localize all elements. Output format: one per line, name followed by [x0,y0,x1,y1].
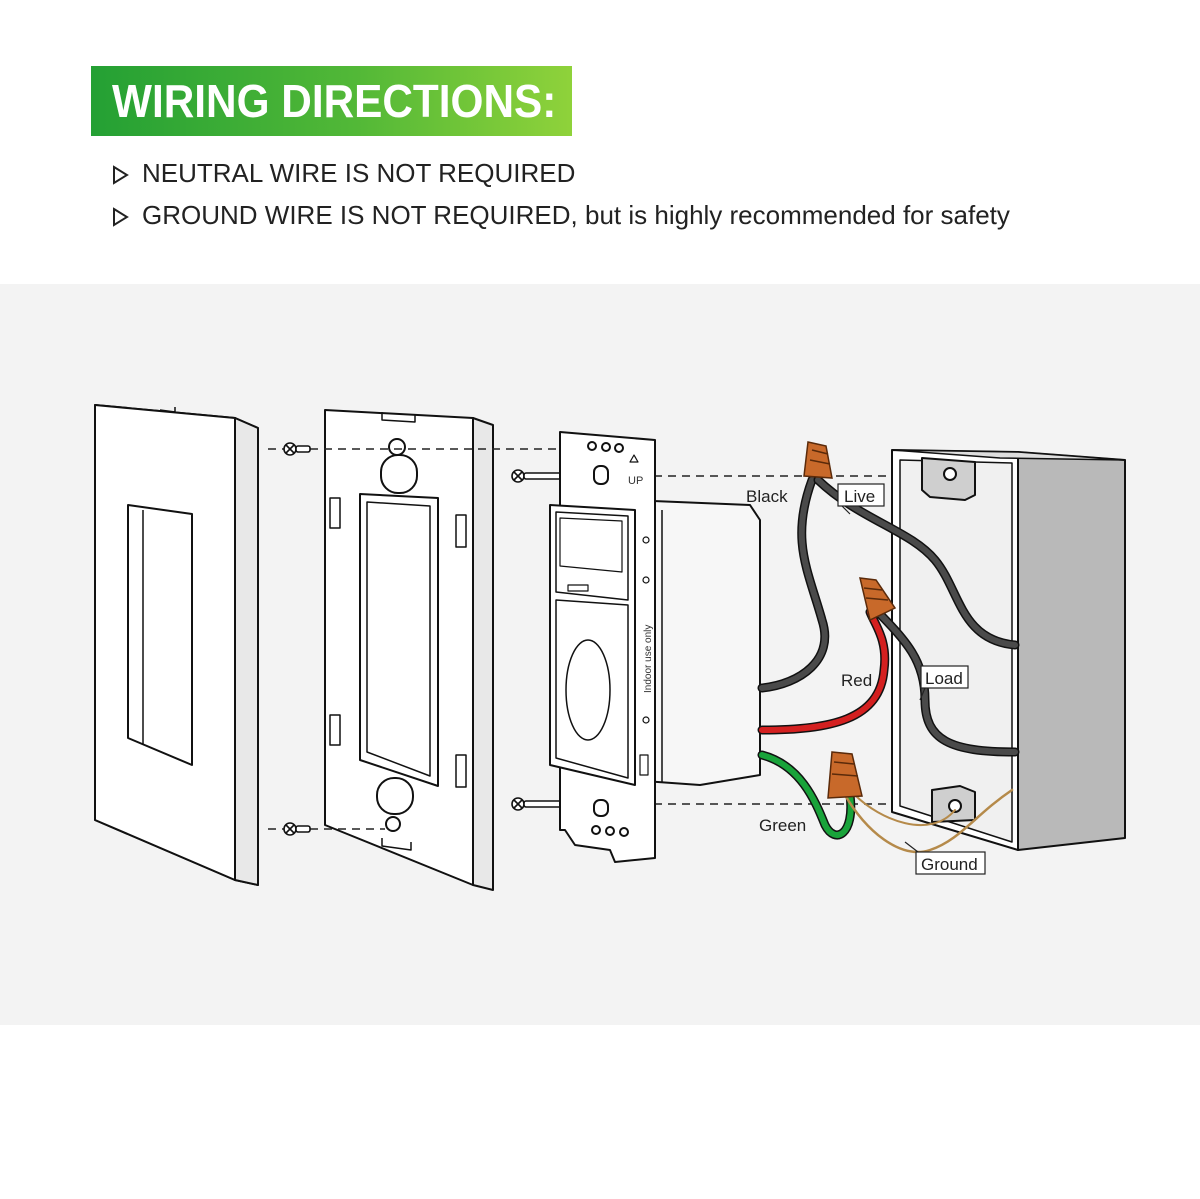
wiring-diagram: UP Indoor use only [94,404,1126,891]
device-screw-top [511,469,565,483]
label-load-box: Load [919,665,969,701]
page-title: WIRING DIRECTIONS: [112,75,557,127]
note-ground-strong: GROUND WIRE IS NOT REQUIRED, [142,200,578,230]
motion-switch [549,431,761,863]
wire-nut-red [859,577,897,622]
electrical-box [891,449,1126,851]
wall-plate [94,404,259,886]
plate-screw-top [283,442,311,456]
label-ground-box: Ground [904,841,986,875]
title-banner: WIRING DIRECTIONS: [91,66,572,136]
triangle-right-icon [112,158,142,189]
wire-nut-top [803,441,833,479]
label-red: Red [841,671,872,690]
device-screw-bottom [511,797,565,811]
note-ground: GROUND WIRE IS NOT REQUIRED, but is high… [112,200,1010,231]
triangle-right-icon [112,200,142,231]
label-ground: Ground [921,855,978,874]
plate-screw-bottom [283,822,311,836]
device-marking-indoor: Indoor use only [643,625,654,693]
label-load: Load [925,669,963,688]
adapter-plate [324,409,494,891]
label-black: Black [746,487,788,506]
label-green: Green [759,816,806,835]
label-live-box: Live [837,483,885,515]
device-marking-up: UP [628,475,643,487]
label-live: Live [844,487,875,506]
note-ground-rest: but is highly recommended for safety [577,200,1010,230]
wires [757,475,1020,854]
note-neutral-text: NEUTRAL WIRE IS NOT REQUIRED [142,158,576,188]
note-neutral: NEUTRAL WIRE IS NOT REQUIRED [112,158,575,189]
wire-nut-ground [827,751,863,799]
